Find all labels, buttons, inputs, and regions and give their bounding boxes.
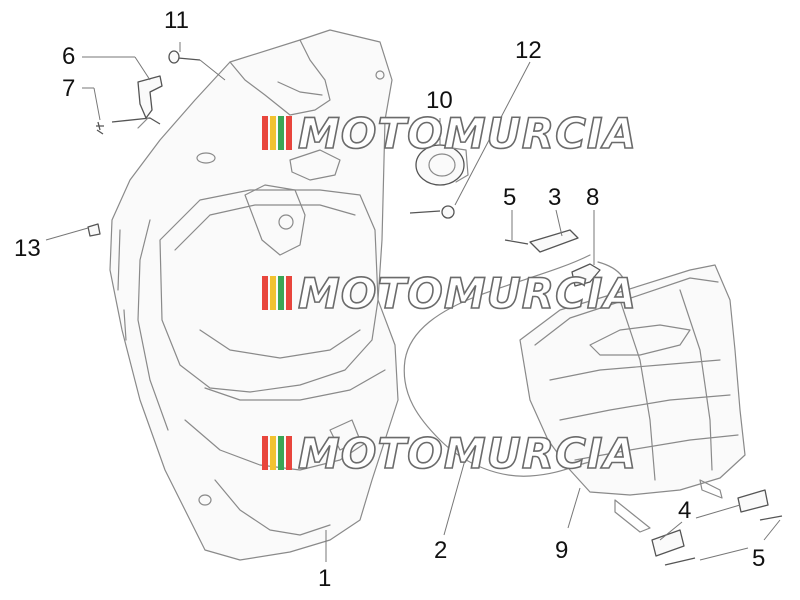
callout-5a: 5 bbox=[503, 184, 516, 211]
callout-13: 13 bbox=[14, 235, 41, 262]
callout-2: 2 bbox=[434, 537, 447, 564]
watermark-text: MOTOMURCIA bbox=[298, 269, 637, 318]
clip-13 bbox=[87, 223, 101, 237]
screws-5-lower bbox=[664, 515, 783, 566]
screw-12 bbox=[409, 205, 455, 219]
watermark-middle: MOTOMURCIA bbox=[262, 268, 637, 319]
callout-8: 8 bbox=[586, 184, 599, 211]
callout-12: 12 bbox=[515, 37, 542, 64]
callout-9: 9 bbox=[555, 537, 568, 564]
watermark-stripe bbox=[278, 116, 284, 150]
leader-lines bbox=[45, 42, 781, 562]
watermark-bottom: MOTOMURCIA bbox=[262, 428, 637, 479]
watermark-stripe bbox=[270, 116, 276, 150]
watermark-text: MOTOMURCIA bbox=[298, 109, 637, 158]
callout-6: 6 bbox=[62, 43, 75, 70]
callout-5b: 5 bbox=[752, 545, 765, 572]
watermark-stripe bbox=[262, 436, 268, 470]
watermark-stripe bbox=[286, 116, 292, 150]
screw-11 bbox=[168, 50, 201, 64]
watermark-stripe bbox=[278, 276, 284, 310]
watermark-stripe bbox=[278, 436, 284, 470]
bracket-3 bbox=[504, 229, 579, 253]
cable bbox=[403, 254, 591, 477]
bracket-4-lower bbox=[651, 489, 769, 557]
latch-lever bbox=[111, 75, 163, 129]
callout-1: 1 bbox=[318, 565, 331, 592]
watermark-stripe bbox=[262, 116, 268, 150]
callout-4: 4 bbox=[678, 497, 691, 524]
callout-labels: 1 2 3 4 5 5 6 7 8 9 10 11 12 13 bbox=[14, 7, 765, 592]
cable-wire bbox=[597, 261, 627, 301]
watermark-stripe bbox=[286, 436, 292, 470]
callout-7: 7 bbox=[62, 75, 75, 102]
latch-spring bbox=[96, 121, 104, 135]
watermark-stripe bbox=[286, 276, 292, 310]
watermark-stripe bbox=[270, 276, 276, 310]
watermark-top: MOTOMURCIA bbox=[262, 108, 637, 159]
bracket-8 bbox=[571, 263, 601, 287]
callout-11: 11 bbox=[164, 7, 189, 34]
watermark-stripe bbox=[262, 276, 268, 310]
callout-3: 3 bbox=[548, 184, 561, 211]
lock-cylinder bbox=[415, 144, 469, 186]
watermark-stripe bbox=[270, 436, 276, 470]
watermark-text: MOTOMURCIA bbox=[298, 429, 637, 478]
callout-10: 10 bbox=[426, 87, 453, 114]
glove-box bbox=[519, 264, 746, 533]
